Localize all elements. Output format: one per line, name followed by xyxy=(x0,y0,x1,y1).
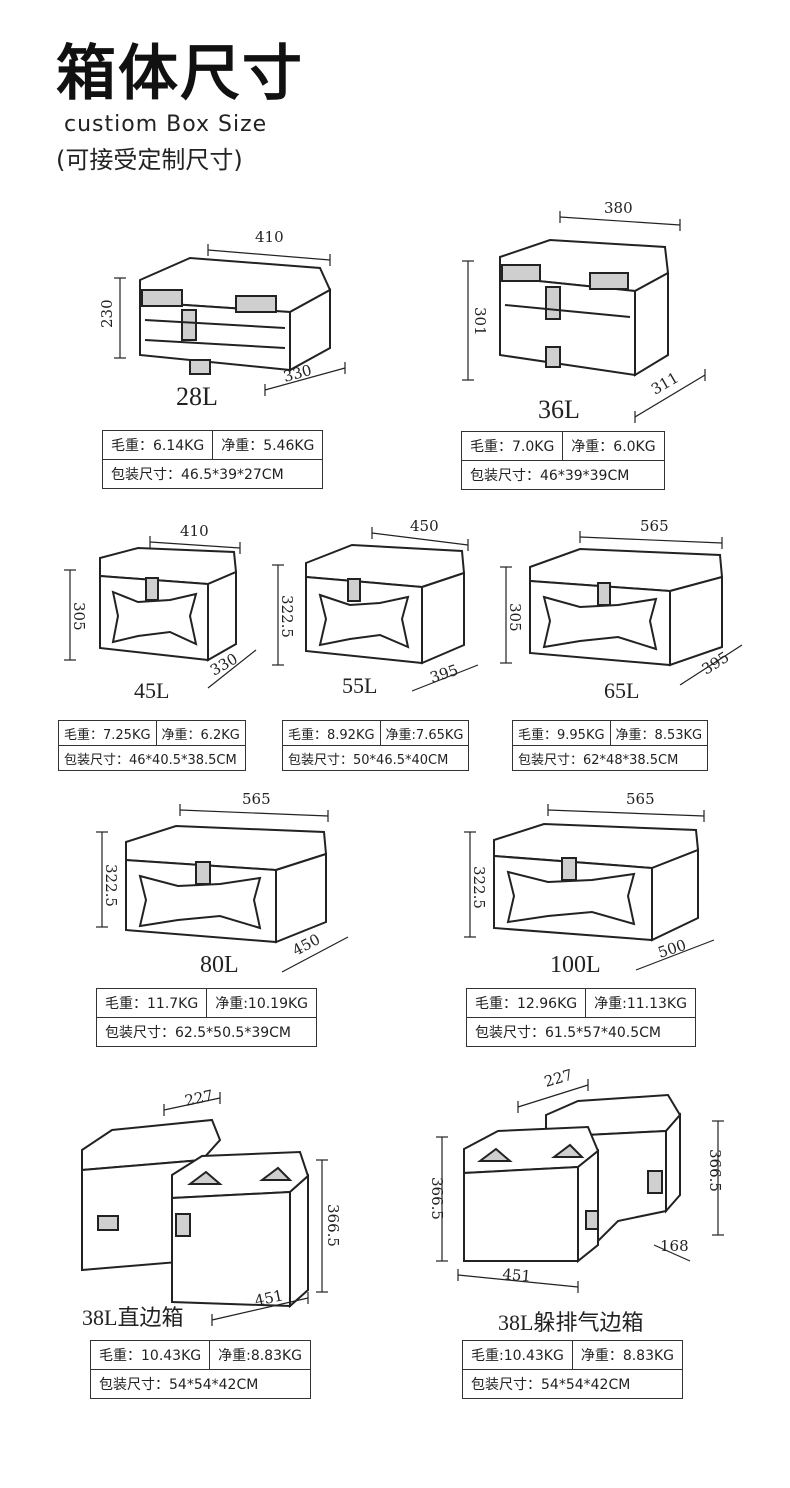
net-weight: 净重：6.0KG xyxy=(562,431,665,461)
height-dimension: 230 xyxy=(98,299,116,328)
volume-label: 38L躲排气边箱 xyxy=(498,1310,644,1335)
package-size: 包装尺寸：54*54*42CM xyxy=(461,1369,684,1399)
width-dimension: 410 xyxy=(255,228,284,246)
box-65l-drawing: 565 305 395 xyxy=(500,517,743,686)
package-size: 包装尺寸：54*54*42CM xyxy=(89,1369,312,1399)
package-size: 包装尺寸：46*39*39CM xyxy=(461,460,665,490)
gross-weight: 毛重：8.92KG xyxy=(282,720,381,746)
net-weight: 净重:7.65KG xyxy=(379,720,470,746)
volume-label: 36L xyxy=(538,395,580,424)
package-size: 包装尺寸：46*40.5*38.5CM xyxy=(58,745,246,771)
depth-dimension: 451 xyxy=(253,1286,285,1310)
height-dimension: 305 xyxy=(506,603,524,632)
height-dimension: 366.5 xyxy=(428,1177,446,1220)
height-dimension: 322.5 xyxy=(278,595,296,638)
package-size: 包装尺寸：62.5*50.5*39CM xyxy=(95,1017,318,1047)
customization-note: (可接受定制尺寸) xyxy=(56,146,243,174)
width-dimension: 565 xyxy=(242,790,271,808)
width-dimension: 565 xyxy=(626,790,655,808)
volume-label: 45L xyxy=(134,678,170,703)
height-dimension: 305 xyxy=(70,602,88,631)
height-dimension: 301 xyxy=(471,307,489,336)
gross-weight: 毛重：11.7KG xyxy=(95,988,208,1018)
gross-weight: 毛重：12.96KG xyxy=(465,988,587,1018)
height-dimension: 322.5 xyxy=(470,866,488,909)
package-size: 包装尺寸：46.5*39*27CM xyxy=(101,459,324,489)
volume-label: 100L xyxy=(550,952,601,978)
gross-weight: 毛重：10.43KG xyxy=(89,1340,211,1370)
volume-label: 38L直边箱 xyxy=(82,1305,184,1330)
depth-dimension: 395 xyxy=(428,661,461,687)
page-subtitle: custiom Box Size xyxy=(64,112,268,137)
width-dimension: 410 xyxy=(180,522,209,540)
width-dimension: 565 xyxy=(640,517,669,535)
volume-label: 80L xyxy=(200,952,239,978)
box-38l-exhaust-drawing: 227 366.5 366.5 451 168 xyxy=(428,1066,724,1293)
net-weight: 净重：6.2KG xyxy=(155,720,246,746)
net-weight: 净重:11.13KG xyxy=(585,988,696,1018)
volume-label: 55L xyxy=(342,673,378,698)
gross-weight: 毛重：7.25KG xyxy=(58,720,157,746)
height-dimension: 366.5 xyxy=(324,1204,342,1247)
box-45l-drawing: 410 305 330 xyxy=(64,522,257,689)
depth-dimension: 311 xyxy=(648,369,682,399)
box-38l-exhaust-side: 227 366.5 366.5 451 168 38L躲排气边箱 毛重:10.4… xyxy=(418,1065,758,1410)
gross-weight: 毛重:10.43KG xyxy=(462,1340,573,1370)
volume-label: 28L xyxy=(176,382,218,411)
package-size: 包装尺寸：61.5*57*40.5CM xyxy=(466,1017,696,1047)
box-36l-drawing: 380 301 311 xyxy=(462,199,706,423)
depth-dimension: 451 xyxy=(502,1265,532,1285)
box-38l-straight-drawing: 227 366.5 451 xyxy=(81,1086,342,1326)
width-dimension: 380 xyxy=(604,199,633,217)
height-dimension-rear: 366.5 xyxy=(706,1149,724,1192)
gross-weight: 毛重：9.95KG xyxy=(512,720,611,746)
package-size: 包装尺寸：50*46.5*40CM xyxy=(281,745,470,771)
width-dimension: 450 xyxy=(410,517,439,535)
net-weight: 净重:10.19KG xyxy=(206,988,318,1018)
box-28l-drawing: 410 230 330 xyxy=(98,228,346,396)
gross-weight: 毛重：6.14KG xyxy=(101,430,214,460)
net-weight: 净重：5.46KG xyxy=(212,430,324,460)
box-55l-drawing: 450 322.5 395 xyxy=(272,517,479,692)
depth-dimension: 500 xyxy=(656,936,689,962)
gross-weight: 毛重：7.0KG xyxy=(460,431,564,461)
net-weight: 净重:8.83KG xyxy=(209,1340,312,1370)
width-dimension: 227 xyxy=(542,1066,574,1091)
net-weight: 净重：8.83KG xyxy=(571,1340,684,1370)
width-dimension: 227 xyxy=(183,1086,215,1110)
volume-label: 65L xyxy=(604,678,640,703)
box-100l-drawing: 565 322.5 500 xyxy=(464,790,715,971)
page-title: 箱体尺寸 xyxy=(56,39,304,109)
height-dimension: 322.5 xyxy=(102,864,120,907)
depth-dimension-rear: 168 xyxy=(660,1237,689,1255)
package-size: 包装尺寸：62*48*38.5CM xyxy=(511,745,709,771)
net-weight: 净重：8.53KG xyxy=(609,720,709,746)
box-80l-drawing: 565 322.5 450 xyxy=(96,790,349,973)
